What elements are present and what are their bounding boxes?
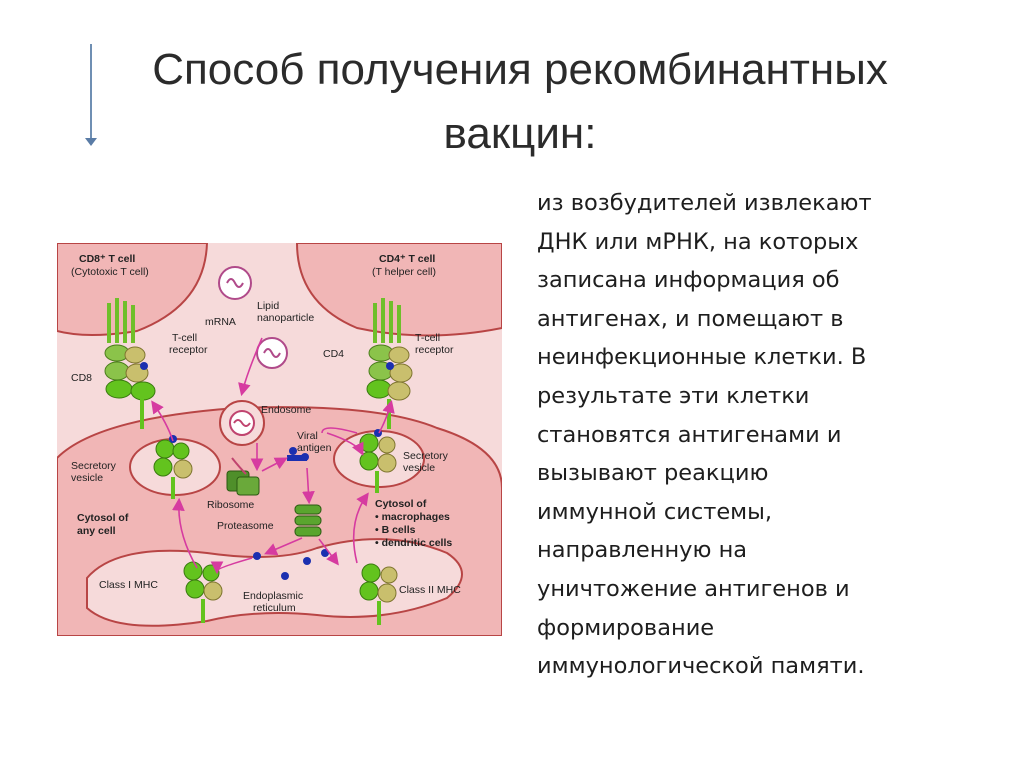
cd8-receptor-complex (104, 298, 156, 429)
cd4-cell-subtitle: (T helper cell) (372, 266, 436, 278)
viral-antigen-shape (287, 447, 309, 461)
cytosol-any-label-2: any cell (77, 525, 116, 537)
class-ii-mhc-er (359, 563, 398, 625)
cd4-cell-title: CD4⁺ T cell (379, 253, 435, 265)
process-flow-arrows (151, 337, 395, 575)
class-ii-mhc-vesicle-right (359, 429, 397, 493)
cytosol-macrophages-label-1: Cytosol of (375, 498, 427, 510)
peptide-dot (253, 552, 261, 560)
secretory-vesicle-right-label-1: Secretory (403, 450, 449, 462)
slide-body-text: из возбудителей извлекают ДНК или мРНК, … (537, 190, 872, 680)
lipid-nanoparticle-label-2: nanoparticle (257, 312, 314, 324)
class-i-mhc-vesicle-left (153, 435, 193, 499)
secretory-vesicle-right-label-2: vesicle (403, 462, 435, 474)
slide-title: Способ получения рекомбинантных вакцин: (152, 45, 888, 158)
title-accent-arrow-icon (85, 138, 97, 146)
peptide-dot (303, 557, 311, 565)
cd4-t-cell-shape (295, 243, 502, 337)
tcr-right-label-1: T-cell (415, 332, 440, 344)
secretory-vesicle-left-label-1: Secretory (71, 460, 117, 472)
title-accent-line (90, 44, 92, 140)
cytosol-macrophages-label-2: • macrophages (375, 511, 450, 523)
ribosome-shape (226, 457, 260, 496)
endoplasmic-reticulum-shape (86, 538, 463, 627)
cd8-cell-title: CD8⁺ T cell (79, 253, 135, 265)
class-i-mhc-label: Class I MHC (99, 579, 158, 591)
tcr-left-label-2: receptor (169, 344, 208, 356)
er-label-2: reticulum (253, 602, 296, 614)
endosome-label: Endosome (261, 404, 311, 416)
viral-antigen-label-2: antigen (297, 442, 332, 454)
secretory-vesicle-left-label-2: vesicle (71, 472, 103, 484)
cd8-t-cell-shape (57, 243, 209, 336)
cytosol-any-label-1: Cytosol of (77, 512, 129, 524)
cd8-label: CD8 (71, 372, 92, 384)
proteasome-shape (294, 504, 322, 537)
lipid-nanoparticle-label-1: Lipid (257, 300, 279, 312)
cd4-label: CD4 (323, 348, 344, 360)
cd8-cell-subtitle: (Cytotoxic T cell) (71, 266, 149, 278)
cytosol-macrophages-label-4: • dendritic cells (375, 537, 452, 549)
class-i-mhc-er (183, 561, 223, 623)
peptide-dot (281, 572, 289, 580)
proteasome-label: Proteasome (217, 520, 274, 532)
class-ii-mhc-label: Class II MHC (399, 584, 461, 596)
er-label-1: Endoplasmic (243, 590, 303, 602)
cd4-receptor-complex (366, 298, 413, 429)
tcr-left-label-1: T-cell (172, 332, 197, 344)
viral-antigen-label-1: Viral (297, 430, 318, 442)
ribosome-label: Ribosome (207, 499, 254, 511)
tcr-right-label-2: receptor (415, 344, 454, 356)
vaccine-mechanism-diagram: CD8⁺ T cell (Cytotoxic T cell) CD4⁺ T ce… (57, 243, 502, 636)
mrna-label: mRNA (205, 316, 236, 328)
cytosol-macrophages-label-3: • B cells (375, 524, 416, 536)
